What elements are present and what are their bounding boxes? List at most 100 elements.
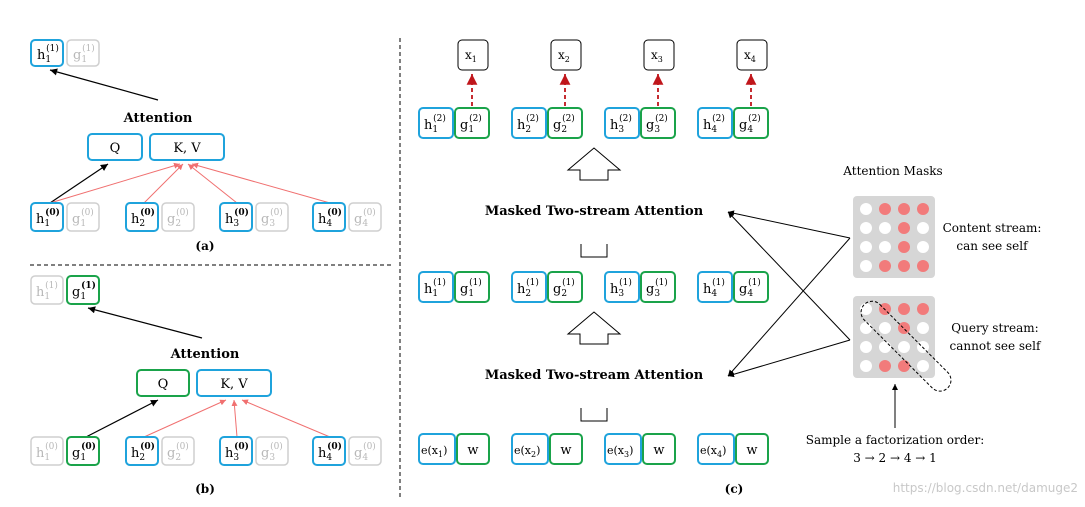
order-line1: Sample a factorization order: bbox=[806, 433, 985, 447]
watermark: https://blog.csdn.net/damuge2 bbox=[893, 481, 1078, 495]
h3-0-pair-b: h3(0) g3(0) bbox=[219, 436, 289, 466]
layer2-pair-4: h4(2) g4(2) bbox=[697, 107, 769, 139]
layer2-pair-3: h3(2) g3(2) bbox=[604, 107, 676, 139]
output-x1: x1 bbox=[457, 39, 489, 71]
layer1-pair-1: h1(1) g1(1) bbox=[418, 271, 490, 303]
svg-text:x2: x2 bbox=[558, 48, 570, 64]
mask-dot bbox=[860, 260, 872, 272]
hollow-up-arrow-top bbox=[566, 147, 622, 181]
attention-label-b: Attention bbox=[170, 347, 240, 362]
panel-c: x1 x2 x3 x4 h1(2) g1(2) h2(2) bbox=[418, 39, 851, 496]
output-x3: x3 bbox=[643, 39, 675, 71]
mask-dot bbox=[879, 203, 891, 215]
q-label-b: Q bbox=[158, 377, 169, 392]
attention-masks: Attention Masks Content stream: can see … bbox=[806, 164, 1042, 465]
mask-dot bbox=[898, 260, 910, 272]
mask-dot bbox=[860, 341, 872, 353]
svg-text:x3: x3 bbox=[651, 48, 663, 64]
kv-label-b: K, V bbox=[220, 377, 248, 392]
layer1-pair-2: h2(1) g2(1) bbox=[511, 271, 583, 303]
mts-label-bottom: Masked Two-stream Attention bbox=[485, 368, 704, 383]
kv-box-a bbox=[149, 133, 225, 161]
mask-dot bbox=[917, 222, 929, 234]
input-pair-1: e(x1) w bbox=[418, 433, 490, 465]
output-x2: x2 bbox=[550, 39, 582, 71]
masks-title: Attention Masks bbox=[842, 164, 942, 178]
query-mask-bg bbox=[853, 296, 935, 378]
q-box-a bbox=[87, 133, 143, 161]
mask-dot bbox=[860, 303, 872, 315]
query-stream-line2: cannot see self bbox=[950, 339, 1042, 353]
mask-dot bbox=[860, 241, 872, 253]
mask-dot bbox=[917, 322, 929, 334]
svg-text:w: w bbox=[560, 443, 571, 458]
input-pair-2: e(x2) w bbox=[511, 433, 583, 465]
h4-0-pair-b: h4(0) g4(0) bbox=[312, 436, 382, 466]
mask-dot bbox=[879, 260, 891, 272]
svg-text:w: w bbox=[467, 443, 478, 458]
h3-0-pair-a: h3(0) g3(0) bbox=[219, 202, 289, 232]
mask-dot bbox=[898, 341, 910, 353]
mask-dot bbox=[879, 322, 891, 334]
q-label-a: Q bbox=[110, 141, 121, 156]
hollow-up-arrow-bottom bbox=[566, 311, 622, 345]
h4-0-pair-a: h4(0) g4(0) bbox=[312, 202, 382, 232]
g1-top-box-gray bbox=[66, 39, 100, 67]
h1-top-box bbox=[30, 39, 64, 67]
panel-b-caption: (b) bbox=[195, 482, 215, 496]
svg-text:e(x2): e(x2) bbox=[514, 444, 540, 459]
mask-dot bbox=[898, 203, 910, 215]
svg-text:e(x1): e(x1) bbox=[421, 444, 447, 459]
mask-dot bbox=[879, 241, 891, 253]
mask-dot bbox=[898, 222, 910, 234]
mask-dot bbox=[879, 341, 891, 353]
h1-0-pair-b: h1(0) g1(0) bbox=[30, 436, 100, 466]
layer1-pair-3: h3(1) g3(1) bbox=[604, 271, 676, 303]
svg-text:e(x4): e(x4) bbox=[700, 444, 726, 459]
h2-0-pair-a: h2(0) g2(0) bbox=[125, 202, 195, 232]
mask-dot bbox=[879, 222, 891, 234]
mask-dot bbox=[917, 303, 929, 315]
layer1-pair-4: h4(1) g4(1) bbox=[697, 271, 769, 303]
kv-box-b bbox=[196, 369, 272, 397]
svg-text:w: w bbox=[653, 443, 664, 458]
panel-a-caption: (a) bbox=[195, 239, 214, 253]
panel-c-caption: (c) bbox=[725, 482, 744, 496]
output-x4: x4 bbox=[736, 39, 768, 71]
h2-0-pair-b: h2(0) g2(0) bbox=[125, 436, 195, 466]
panel-a: h1(1) g1(1) Attention Q K, V h1(0) g1(0)… bbox=[30, 39, 382, 253]
svg-text:x1: x1 bbox=[465, 48, 477, 64]
mask-dot bbox=[917, 260, 929, 272]
input-pair-3: e(x3) w bbox=[604, 433, 676, 465]
mask-dot bbox=[879, 360, 891, 372]
mask-dot bbox=[917, 241, 929, 253]
query-mask-diagonal-outline bbox=[860, 300, 952, 392]
svg-text:w: w bbox=[746, 443, 757, 458]
order-line2: 3 → 2 → 4 → 1 bbox=[853, 451, 937, 465]
panel-b: h1(1) g1(1) Attention Q K, V h1(0) g1(0)… bbox=[30, 275, 382, 496]
bracket-top bbox=[580, 244, 608, 258]
mts-label-top: Masked Two-stream Attention bbox=[485, 204, 704, 219]
mask-dot bbox=[860, 360, 872, 372]
mask-dot bbox=[898, 360, 910, 372]
mask-dot bbox=[917, 360, 929, 372]
bracket-bottom bbox=[580, 408, 608, 422]
query-stream-line1: Query stream: bbox=[951, 321, 1038, 335]
svg-text:e(x3): e(x3) bbox=[607, 444, 633, 459]
mask-dot bbox=[860, 222, 872, 234]
mask-dot bbox=[860, 203, 872, 215]
mask-dot bbox=[898, 303, 910, 315]
content-mask-bg bbox=[853, 196, 935, 278]
mask-dot bbox=[898, 241, 910, 253]
mask-dot bbox=[860, 322, 872, 334]
kv-label-a: K, V bbox=[173, 141, 201, 156]
layer2-pair-2: h2(2) g2(2) bbox=[511, 107, 583, 139]
g1-top-box-b bbox=[66, 275, 100, 305]
mask-dot bbox=[917, 203, 929, 215]
q-box-b bbox=[136, 369, 190, 397]
h1-0-pair-a: h1(0) g1(0) bbox=[30, 202, 100, 232]
svg-text:x4: x4 bbox=[744, 48, 756, 64]
input-pair-4: e(x4) w bbox=[697, 433, 769, 465]
content-stream-line2: can see self bbox=[956, 239, 1029, 253]
